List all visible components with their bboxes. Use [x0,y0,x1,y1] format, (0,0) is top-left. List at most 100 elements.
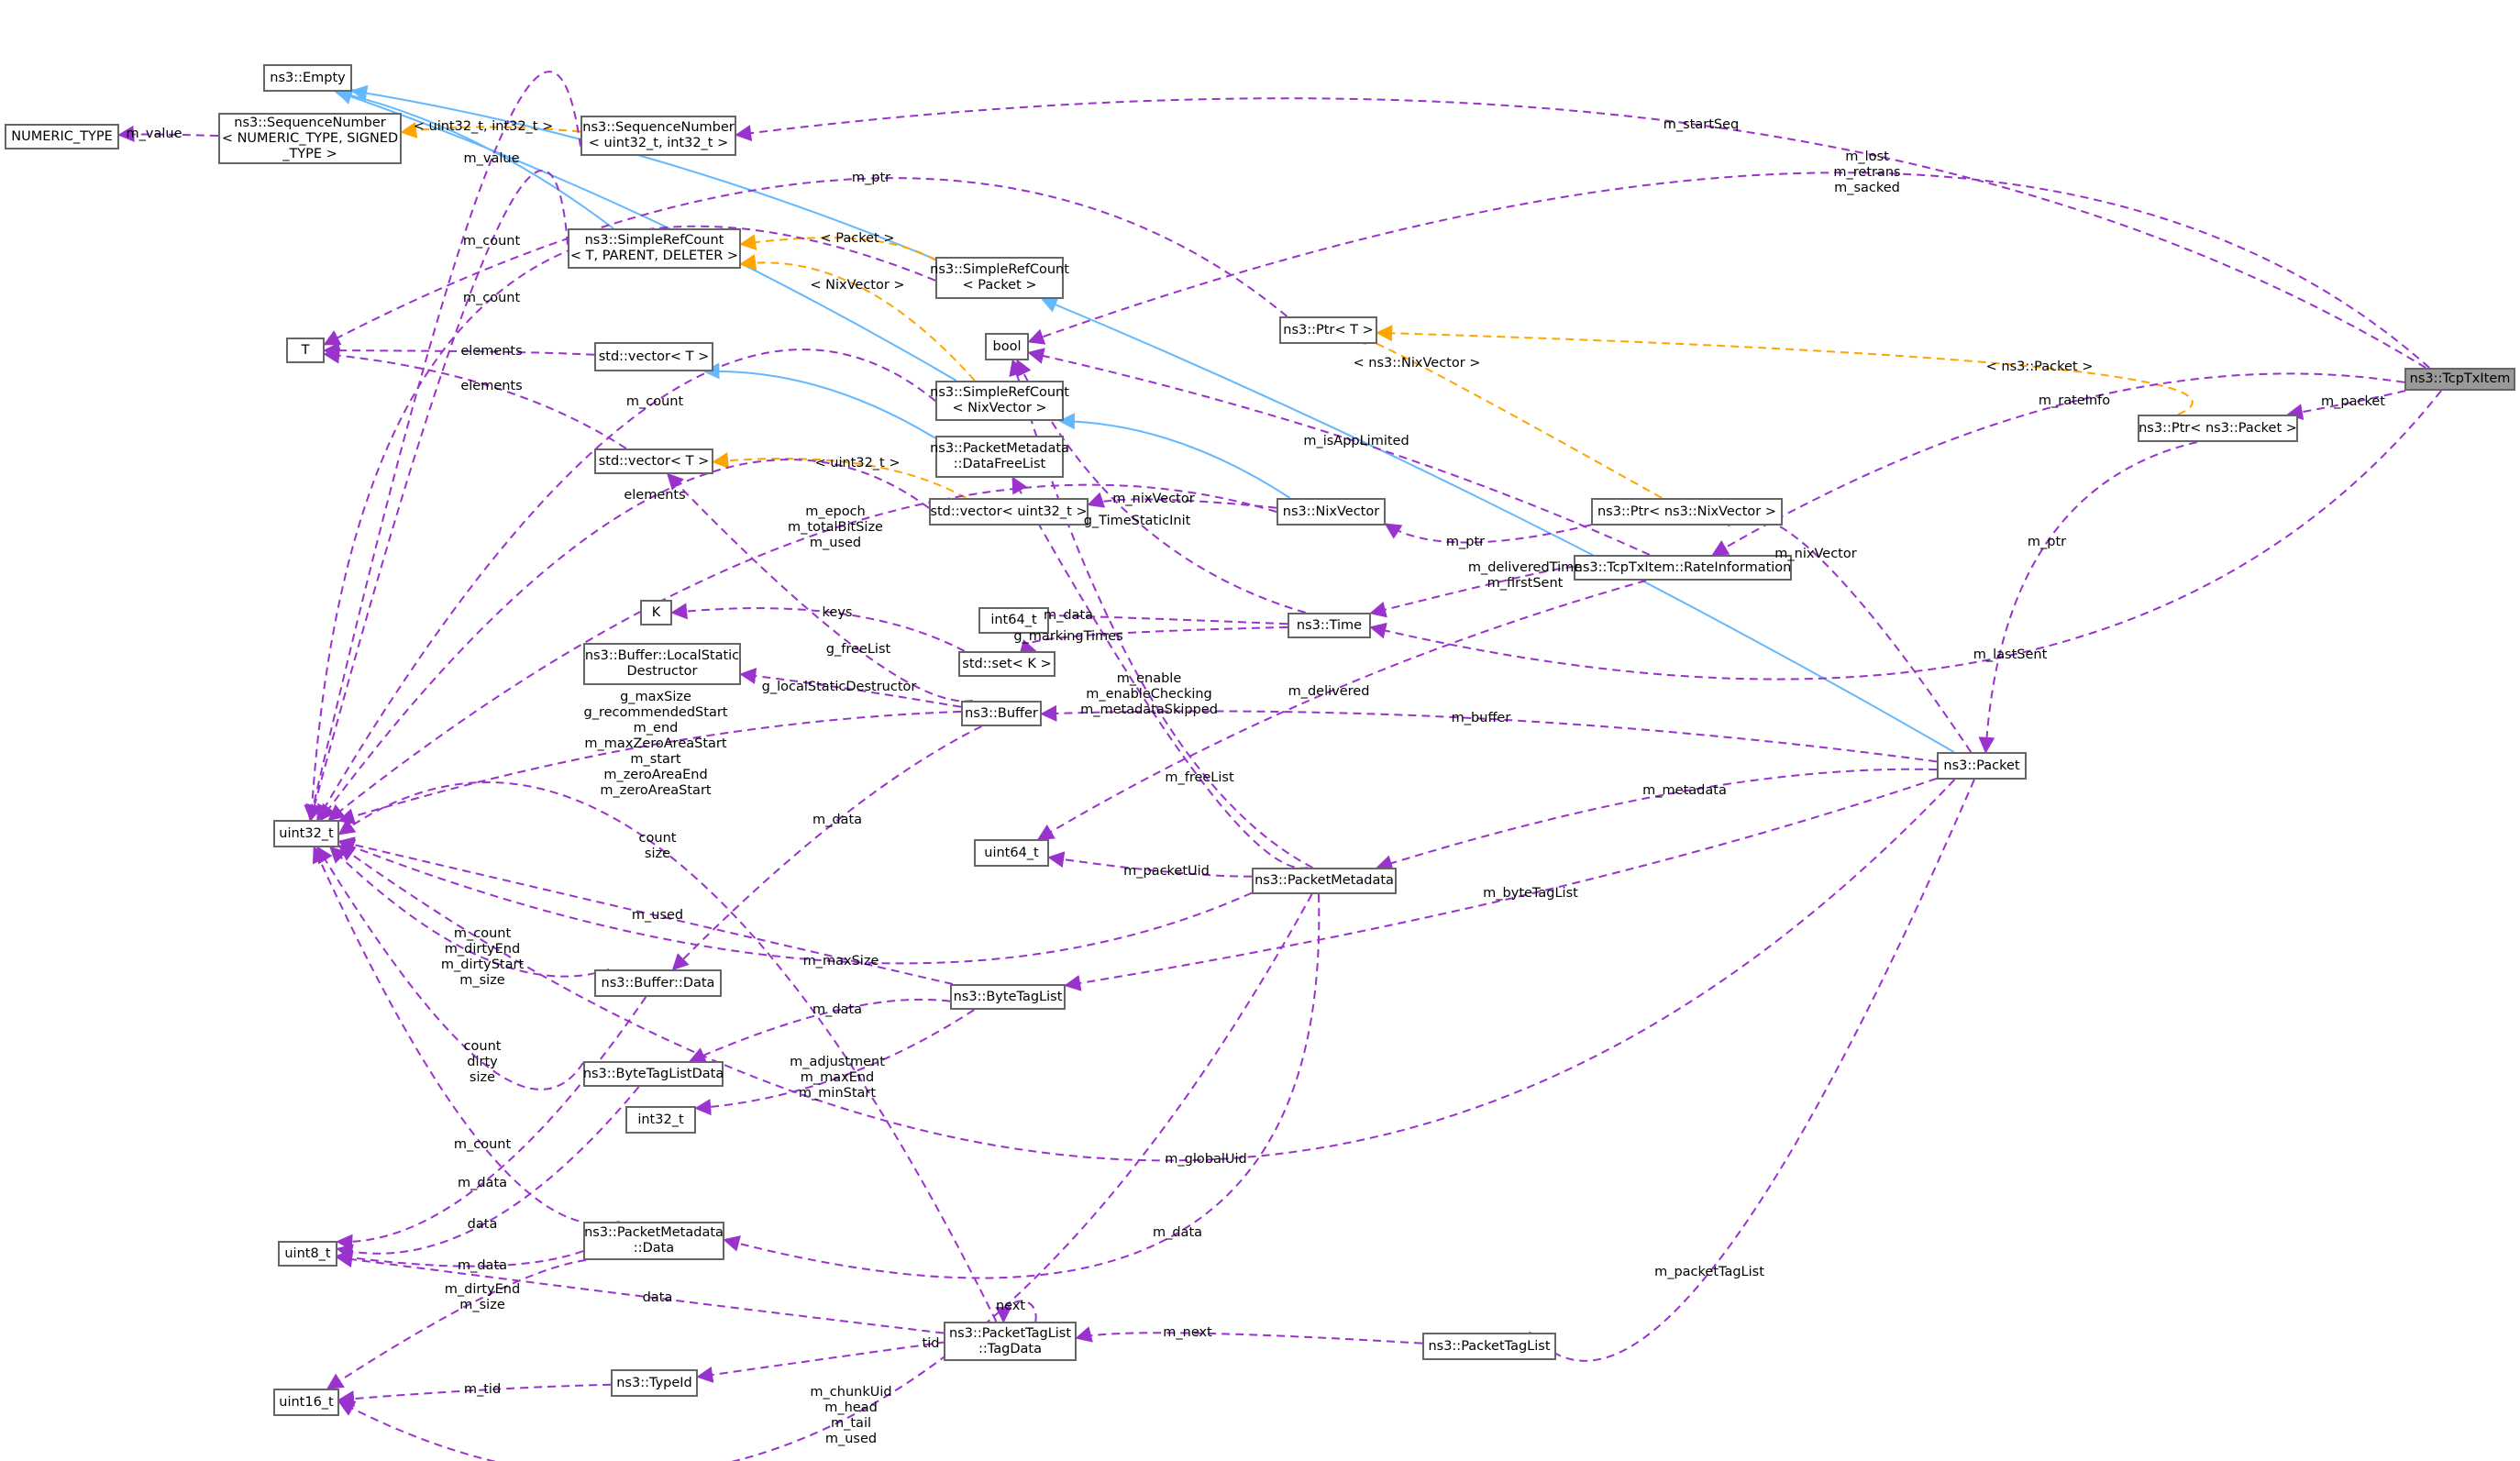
node-tagdata[interactable]: ns3::PacketTagList ::TagData [944,1322,1077,1361]
node-uint8[interactable]: uint8_t [278,1241,337,1267]
node-seqnum-tpl[interactable]: ns3::SequenceNumber < NUMERIC_TYPE, SIGN… [218,113,402,164]
edge-label: m_count [625,394,684,409]
node-int32[interactable]: int32_t [625,1106,696,1134]
node-vector-t1[interactable]: std::vector< T > [594,342,713,371]
node-time[interactable]: ns3::Time [1288,613,1371,638]
node-tcptxitem[interactable]: ns3::TcpTxItem [2404,368,2515,391]
edge-label: m_freeList [1165,770,1234,785]
edge-label: < ns3::Packet > [1985,360,2094,374]
edge-src-tpl-to-empty [334,86,614,229]
edge-label: m_ptr [1445,535,1486,549]
node-nixvector[interactable]: ns3::NixVector [1277,498,1386,526]
edge-packet-to-packettaglist [1529,779,1975,1362]
node-pm-freelist[interactable]: ns3::PacketMetadata ::DataFreeList [930,436,1069,478]
edge-label: m_ptr [851,171,891,185]
edge-btldata-to-uint32 [316,846,584,1090]
edge-label: m_lost m_retrans m_sacked [1833,149,1901,195]
edge-label: m_data [812,1002,863,1017]
edge-label: m_data [1043,608,1094,623]
node-int64[interactable]: int64_t [978,607,1049,634]
edge-label: m_chunkUid m_head m_tail m_used [810,1385,892,1446]
edge-label: tid [922,1336,940,1351]
node-typeid[interactable]: ns3::TypeId [611,1369,698,1397]
edge-label: m_count [453,1137,512,1152]
edge-tagdata-to-uint8 [336,1251,945,1334]
node-t[interactable]: T [286,338,325,363]
edge-typeid-to-uint16 [337,1383,612,1408]
edge-label: keys [822,605,853,620]
edge-rateinfo-to-uint64 [1036,580,1647,840]
node-set-k[interactable]: std::set< K > [958,651,1056,677]
node-ptr-nix[interactable]: ns3::Ptr< ns3::NixVector > [1591,498,1783,526]
edge-label: m_dirtyEnd m_size [444,1282,521,1312]
edge-src-tpl-to-uint32 [306,170,569,822]
node-uint64[interactable]: uint64_t [974,839,1049,867]
edge-label: m_count [462,234,521,249]
edge-label: next [995,1299,1026,1313]
edge-label: m_packet [2321,394,2385,409]
edge-pm-freelist-to-vector-t1 [702,362,936,439]
node-vector-u32[interactable]: std::vector< uint32_t > [929,498,1089,526]
edge-src-nix-to-empty [335,88,957,382]
edge-time-to-set-k [1019,625,1288,656]
edge-label: m_used [631,908,684,923]
node-src-nix[interactable]: ns3::SimpleRefCount < NixVector > [930,381,1069,421]
node-empty[interactable]: ns3::Empty [263,64,352,92]
edge-ptr-nix-to-nixvector [1384,523,1592,544]
edge-rateinfo-to-bool [1027,348,1651,556]
node-bool[interactable]: bool [985,333,1029,360]
edge-label: elements [460,379,523,393]
node-src-tpl[interactable]: ns3::SimpleRefCount < T, PARENT, DELETER… [568,228,741,269]
node-seqnum-u32[interactable]: ns3::SequenceNumber < uint32_t, int32_t … [580,116,736,156]
edge-vector-u32-to-vector-t2 [712,452,967,499]
node-buffer[interactable]: ns3::Buffer [961,701,1042,726]
edge-label: < NixVector > [810,278,905,293]
node-buffer-data[interactable]: ns3::Buffer::Data [594,969,722,997]
node-pmeta[interactable]: ns3::PacketMetadata [1252,868,1397,894]
edge-packet-to-pmeta [1376,768,1938,871]
edge-packet-to-src-packet [1040,296,1955,753]
edge-pmeta-to-uint64 [1047,851,1253,878]
edge-label: m_epoch m_totalBitSize m_used [788,504,883,550]
edge-label: m_count m_dirtyEnd m_dirtyStart m_size [440,926,525,988]
edge-label: m_value [463,151,520,166]
node-bytetaglist[interactable]: ns3::ByteTagList [950,984,1066,1010]
node-uint16[interactable]: uint16_t [273,1389,339,1416]
edge-label: m_data [457,1258,508,1273]
node-packettaglist[interactable]: ns3::PacketTagList [1422,1333,1556,1360]
edge-label: m_delivered [1288,684,1370,699]
edge-label: m_globalUid [1165,1152,1247,1167]
edge-ptr-packet-to-packet [1978,441,2198,754]
edge-packettaglist-to-tagdata [1075,1326,1423,1345]
edge-label: m_value [126,127,182,141]
edge-pm-data-to-uint16 [326,1259,587,1389]
node-packet[interactable]: ns3::Packet [1937,752,2027,780]
edge-ptr-packet-to-ptr-t [1376,325,2194,415]
edge-label: m_rateInfo [2038,393,2111,408]
edge-src-nix-to-src-tpl [739,254,976,382]
edge-seqnum-u32-to-uint32 [304,71,581,822]
node-vector-t2[interactable]: std::vector< T > [594,448,713,474]
node-numeric-type[interactable]: NUMERIC_TYPE [5,124,119,149]
edge-buffer-to-buffer-data [671,725,982,971]
edge-label: m_data [1152,1225,1203,1240]
edge-label: m_data [457,1176,508,1190]
edge-label: m_count [462,291,521,305]
node-pm-data[interactable]: ns3::PacketMetadata ::Data [583,1222,724,1260]
node-ptr-packet[interactable]: ns3::Ptr< ns3::Packet > [2138,415,2298,442]
edge-buffer-to-vector-t2 [666,472,973,703]
edge-label: m_packetTagList [1654,1265,1764,1279]
node-rateinfo[interactable]: ns3::TcpTxItem::RateInformation [1574,555,1792,581]
node-uint32[interactable]: uint32_t [273,820,339,847]
edge-label: m_data [812,813,863,827]
edge-ptr-t-to-t [323,177,1288,346]
edge-seqnum-u32-to-seqnum-tpl [400,122,581,138]
node-k[interactable]: K [640,600,672,625]
node-lsd[interactable]: ns3::Buffer::LocalStatic Destructor [583,643,741,685]
edge-label: g_markingTimes [1013,629,1123,644]
node-btldata[interactable]: ns3::ByteTagListData [583,1061,724,1087]
node-ptr-t[interactable]: ns3::Ptr< T > [1279,316,1377,344]
node-src-packet[interactable]: ns3::SimpleRefCount < Packet > [930,257,1069,299]
edge-label: count dirty size [463,1039,502,1085]
